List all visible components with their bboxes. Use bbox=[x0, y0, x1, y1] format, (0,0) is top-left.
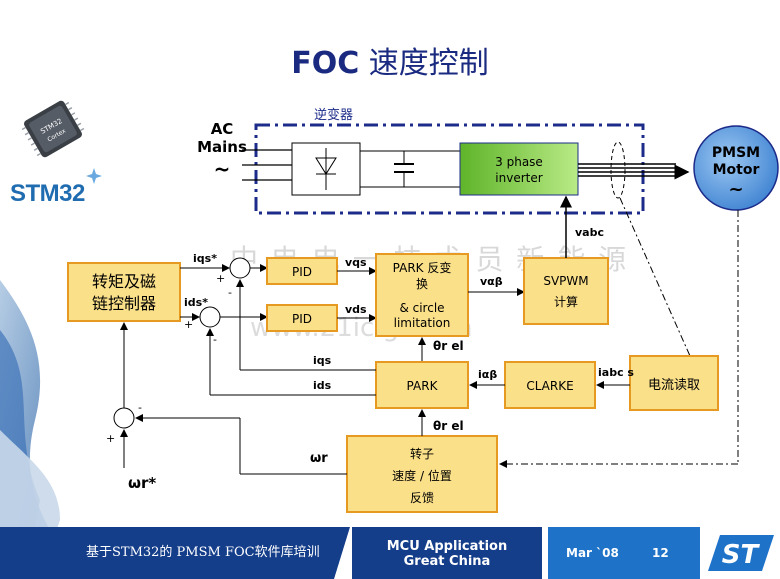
sig-vds: vds bbox=[345, 303, 367, 316]
svpwm-label-2: 计算 bbox=[554, 294, 578, 309]
inverter-group-label: 逆变器 bbox=[314, 107, 353, 123]
inverter-group-frame bbox=[254, 123, 645, 215]
torque-flux-controller-box bbox=[67, 262, 181, 322]
sig-iqs-star: iqs* bbox=[193, 252, 217, 265]
clarke-label: CLARKE bbox=[526, 379, 573, 393]
rotor-label-3: 反馈 bbox=[410, 491, 434, 505]
current-sense-ellipse bbox=[610, 141, 626, 199]
motor-label-2: Motor bbox=[713, 162, 760, 178]
sig-ids-star: ids* bbox=[184, 296, 208, 309]
footer-mid-line1: MCU Application bbox=[386, 539, 508, 554]
park-inv-label-2: 换 bbox=[416, 277, 428, 291]
ac-mains-line1: AC bbox=[211, 120, 234, 138]
clarke-box bbox=[504, 361, 596, 409]
footer-date: Mar `08 bbox=[566, 546, 619, 560]
plus-sign-q: + bbox=[216, 272, 225, 285]
current-read-label: 电流读取 bbox=[648, 378, 700, 393]
stm32-chip-icon: STM32 Cortex bbox=[21, 100, 85, 158]
footer-mid-block: MCU Application Great China bbox=[352, 527, 542, 579]
capacitor-icon bbox=[394, 151, 414, 187]
rotor-label-1: 转子 bbox=[410, 446, 434, 461]
pid-d-box bbox=[266, 304, 338, 332]
sig-ids: ids bbox=[313, 379, 332, 392]
page-title: FOC 速度控制 bbox=[291, 46, 489, 81]
footer-course-title: 基于STM32的 PMSM FOC软件库培训 bbox=[0, 527, 350, 579]
three-phase-inverter-box bbox=[459, 142, 579, 196]
pid-q-label: PID bbox=[292, 265, 312, 279]
plus-sign-speed: + bbox=[106, 432, 115, 445]
rotor-label-2: 速度 / 位置 bbox=[392, 468, 452, 483]
svpwm-label-1: SVPWM bbox=[543, 274, 588, 288]
sig-valphabeta: vαβ bbox=[480, 275, 503, 288]
torque-ctrl-label-1: 转矩及磁 bbox=[92, 272, 156, 291]
star-icon bbox=[86, 168, 102, 184]
rotor-feedback-box bbox=[346, 435, 498, 513]
stm32-logo: STM32 bbox=[10, 180, 85, 207]
sig-theta-upper: θr el bbox=[433, 339, 464, 353]
footer-page-number: 12 bbox=[652, 546, 669, 560]
svpwm-box bbox=[523, 257, 609, 325]
sig-vqs: vqs bbox=[345, 256, 367, 269]
pmsm-motor bbox=[693, 125, 779, 211]
park-label: PARK bbox=[407, 379, 439, 393]
sig-omega-r-star: ωr* bbox=[128, 474, 156, 492]
pid-q-box bbox=[266, 257, 338, 285]
st-logo-icon: ST bbox=[702, 527, 780, 579]
minus-sign-q: - bbox=[228, 286, 232, 299]
sig-theta-lower: θr el bbox=[433, 419, 464, 433]
inverter-label-1: 3 phase bbox=[495, 155, 543, 169]
sig-omega-r: ωr bbox=[310, 451, 328, 466]
torque-ctrl-label-2: 链控制器 bbox=[92, 294, 156, 313]
ac-mains-line3: ~ bbox=[214, 157, 231, 181]
park-inv-label-1: PARK 反变 bbox=[393, 260, 452, 275]
footer-mid-line2: Great China bbox=[403, 554, 491, 569]
summer-speed bbox=[113, 407, 135, 429]
diode-icon bbox=[315, 148, 337, 190]
park-inv-label-4: limitation bbox=[394, 316, 451, 330]
plus-sign-d: + bbox=[184, 318, 193, 331]
minus-sign-speed: - bbox=[138, 401, 142, 414]
inverter-label-2: inverter bbox=[495, 171, 542, 185]
svg-text:ST: ST bbox=[722, 540, 761, 570]
minus-sign-d: - bbox=[213, 333, 217, 346]
sig-ialphabeta: iαβ bbox=[478, 368, 497, 381]
summer-d bbox=[199, 306, 221, 328]
park-inverse-box bbox=[375, 253, 469, 337]
footer-right-block: Mar `08 12 bbox=[548, 527, 700, 579]
motor-label-1: PMSM bbox=[712, 145, 760, 161]
sig-iabcs: iabc s bbox=[598, 366, 634, 379]
pid-d-label: PID bbox=[292, 312, 312, 326]
sig-vabc: vabc bbox=[575, 226, 604, 239]
summer-q bbox=[229, 257, 251, 279]
ac-mains-line2: Mains bbox=[197, 138, 247, 156]
sig-iqs: iqs bbox=[313, 354, 332, 367]
park-box bbox=[375, 361, 469, 409]
park-inv-label-3: & circle bbox=[399, 301, 444, 315]
motor-label-3: ~ bbox=[728, 179, 743, 200]
current-read-box bbox=[629, 355, 719, 411]
